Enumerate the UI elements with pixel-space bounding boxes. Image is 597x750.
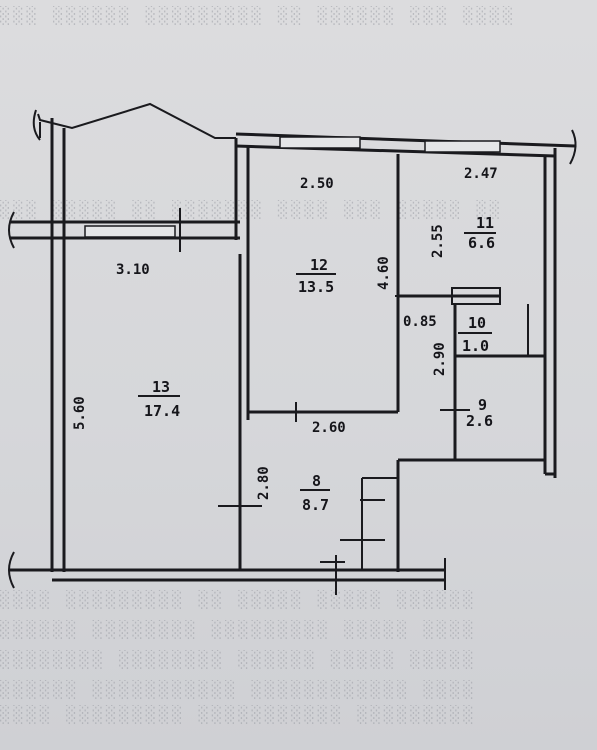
window — [424, 140, 501, 153]
window — [279, 136, 361, 149]
dimension-2-80: 2.80 — [256, 466, 272, 500]
background-text-texture: ░░░ ░░░░░ ░░ ░░░░░░░ ░░░░ ░░░ ░░░░░ ░░ — [0, 200, 503, 220]
outer-walls — [10, 102, 576, 582]
room-area: 13.5 — [298, 278, 334, 296]
dimension-labels: 2.50 2.47 2.55 3.10 4.60 0.85 2.90 5.60 … — [72, 166, 498, 500]
window — [84, 225, 176, 238]
dimension-2-47: 2.47 — [464, 166, 498, 182]
room-number: 9 — [478, 396, 487, 414]
background-text-texture: ░░░░ ░░░░░░░░░ ░░░░░░░░░░░ ░░░░░░░░░ — [0, 705, 477, 725]
room-area: 6.6 — [468, 234, 495, 252]
background-text-texture: ░░░░░░░░ ░░░░░░░░ ░░░░░░ ░░░░░ ░░░░░ — [0, 650, 477, 670]
dimension-2-90: 2.90 — [432, 342, 448, 376]
dimension-2-60: 2.60 — [312, 420, 346, 436]
room-number: 10 — [468, 314, 486, 332]
room-area: 2.6 — [466, 412, 493, 430]
dimension-5-60: 5.60 — [72, 396, 88, 430]
background-text-texture: ░░░░░░ ░░░░░░░░░░░ ░░░░░░░░░░░░ ░░░░ — [0, 680, 477, 700]
background-text-texture: ░░░ ░░░░░░ ░░░░░░░░░ ░░ ░░░░░░ ░░░ ░░░░ — [0, 6, 517, 26]
room-number: 12 — [310, 256, 328, 274]
room-area: 17.4 — [144, 402, 180, 420]
dimension-4-60: 4.60 — [376, 256, 392, 290]
windows — [84, 136, 501, 238]
dimension-0-85: 0.85 — [403, 314, 437, 330]
background-text-texture: ░░░░ ░░░░░░░░░ ░░ ░░░░░ ░░░░░ ░░░░░░ — [0, 590, 477, 610]
dimension-2-55: 2.55 — [430, 224, 446, 258]
dimension-2-50: 2.50 — [300, 176, 334, 192]
room-area: 1.0 — [462, 337, 489, 355]
room-number: 8 — [312, 472, 321, 490]
dimension-3-10: 3.10 — [116, 262, 150, 278]
room-labels: 11 6.6 12 13.5 10 1.0 13 17.4 9 2.6 8 8.… — [138, 214, 496, 514]
room-number: 13 — [152, 378, 170, 396]
interior-walls — [8, 109, 577, 595]
background-text-texture: ░░░░░░ ░░░░░░░░ ░░░░░░░░░ ░░░░░ ░░░░ — [0, 620, 477, 640]
room-area: 8.7 — [302, 496, 329, 514]
room-number: 11 — [476, 214, 494, 232]
